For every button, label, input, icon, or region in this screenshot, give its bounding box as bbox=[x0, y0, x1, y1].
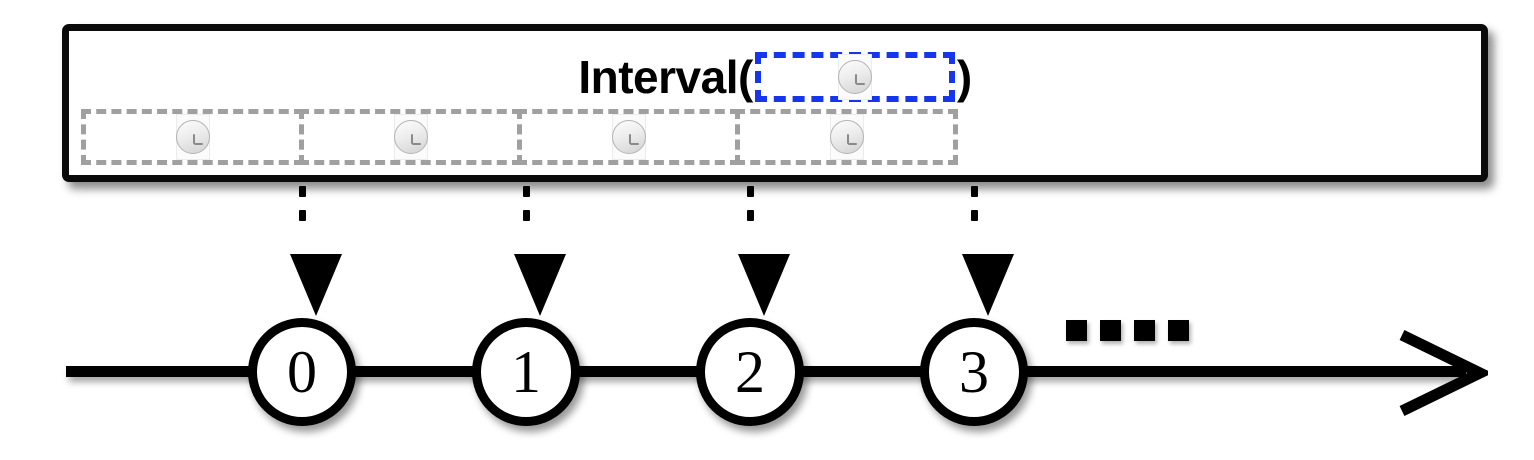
ellipsis-dot bbox=[1134, 320, 1155, 341]
timeline-node-label: 3 bbox=[959, 339, 989, 405]
clock-hour-hand bbox=[846, 134, 849, 144]
arrow-head bbox=[290, 254, 342, 316]
clock-face bbox=[611, 120, 646, 154]
clock-face bbox=[393, 120, 428, 154]
timeline-node-0[interactable]: 0 bbox=[248, 318, 356, 426]
down-arrow-icon-1 bbox=[512, 186, 566, 318]
title-prefix: Interval( bbox=[578, 51, 753, 103]
arrow-dash bbox=[971, 210, 978, 221]
arrow-dash bbox=[523, 210, 530, 221]
down-arrow-icon-2 bbox=[736, 186, 790, 318]
timeline-node-label: 2 bbox=[735, 339, 765, 405]
ellipsis-dot bbox=[1168, 320, 1189, 341]
down-arrow-icon-0 bbox=[288, 186, 342, 318]
clock-hour-hand bbox=[410, 134, 413, 144]
clock-hour-hand bbox=[628, 134, 631, 144]
timeline-node-2[interactable]: 2 bbox=[696, 318, 804, 426]
arrow-dash bbox=[299, 210, 306, 221]
sequence-cell-3[interactable] bbox=[735, 109, 958, 165]
clock-icon bbox=[837, 54, 872, 100]
right-arrow-icon bbox=[1399, 330, 1488, 416]
clock-minute-hand bbox=[193, 143, 203, 145]
arrow-dash bbox=[299, 186, 306, 197]
timeline-continuation bbox=[1066, 320, 1189, 341]
clock-face bbox=[829, 120, 864, 154]
clock-face bbox=[175, 120, 210, 154]
sequence-cell-0[interactable] bbox=[81, 109, 304, 165]
arrow-head bbox=[962, 254, 1014, 316]
interval-panel: Interval( ) bbox=[62, 24, 1488, 182]
arrow-dash bbox=[747, 210, 754, 221]
arrow-head bbox=[514, 254, 566, 316]
clock-hour-hand bbox=[854, 74, 857, 84]
arrow-dash bbox=[971, 186, 978, 197]
clock-icon bbox=[175, 114, 210, 160]
clock-minute-hand bbox=[411, 143, 421, 145]
sequence-row bbox=[81, 109, 958, 165]
clock-minute-hand bbox=[855, 83, 865, 85]
timeline-node-label: 0 bbox=[287, 339, 317, 405]
sequence-cell-1[interactable] bbox=[299, 109, 522, 165]
clock-icon bbox=[611, 114, 646, 160]
clock-hour-hand bbox=[192, 134, 195, 144]
ellipsis-dot bbox=[1100, 320, 1121, 341]
clock-icon bbox=[393, 114, 428, 160]
ellipsis-dot bbox=[1066, 320, 1087, 341]
clock-minute-hand bbox=[629, 143, 639, 145]
interval-title: Interval( ) bbox=[69, 47, 1481, 107]
arrow-dash bbox=[523, 186, 530, 197]
highlight-dashed-box[interactable] bbox=[754, 52, 955, 102]
down-arrow-icon-3 bbox=[960, 186, 1014, 318]
timeline-node-label: 1 bbox=[511, 339, 541, 405]
clock-icon bbox=[829, 114, 864, 160]
timeline-node-1[interactable]: 1 bbox=[472, 318, 580, 426]
arrow-head bbox=[738, 254, 790, 316]
title-suffix: ) bbox=[956, 51, 972, 103]
clock-minute-hand bbox=[847, 143, 857, 145]
timeline-node-3[interactable]: 3 bbox=[920, 318, 1028, 426]
sequence-cell-2[interactable] bbox=[517, 109, 740, 165]
clock-face bbox=[837, 60, 872, 94]
arrow-dash bbox=[747, 186, 754, 197]
